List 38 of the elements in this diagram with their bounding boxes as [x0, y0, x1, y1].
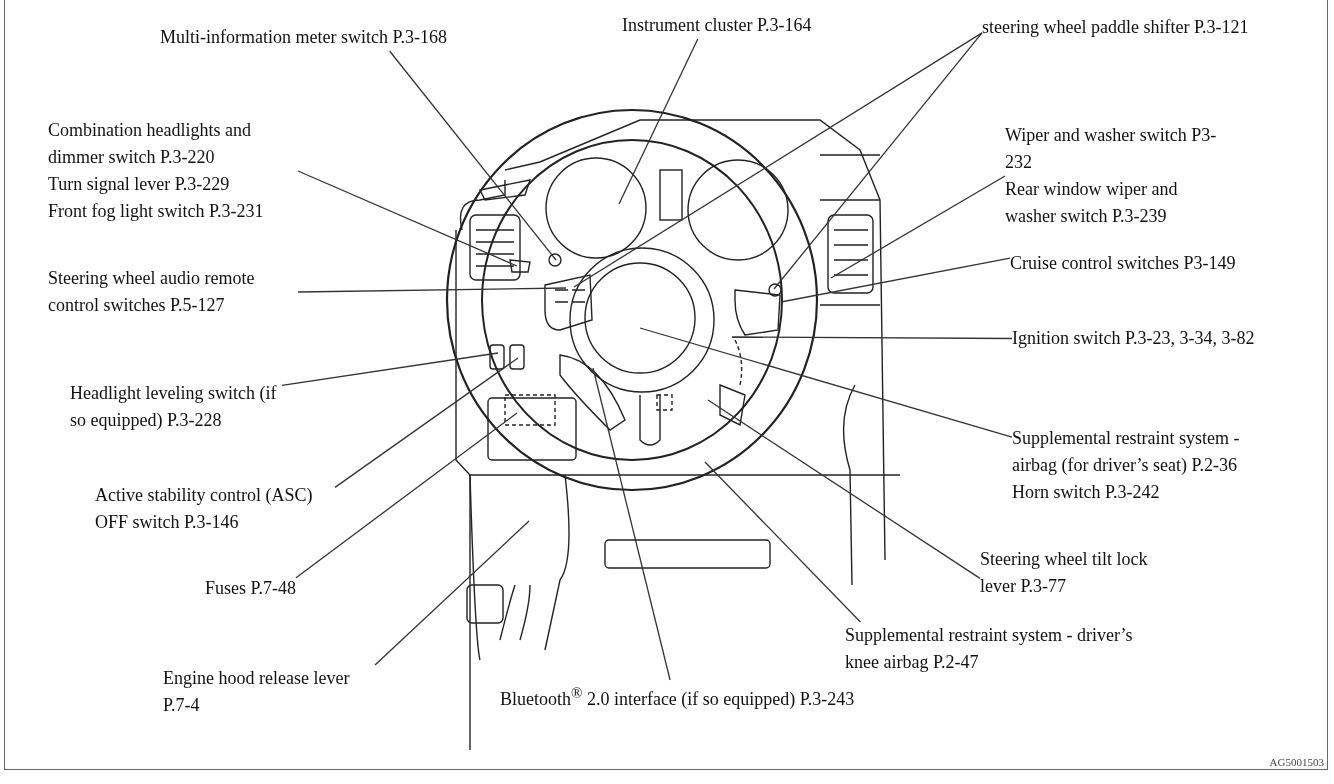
leader-line: [780, 257, 1011, 303]
leader-line: [374, 520, 530, 666]
leader-line: [618, 38, 699, 205]
leader-line: [592, 367, 671, 681]
callout-text: Steering wheel audio remote control switches P.5-127: [48, 267, 256, 317]
callout-text: Headlight leveling switch (if so equipped) P.3-228: [70, 382, 278, 432]
leader-line: [704, 461, 862, 623]
leader-line: [639, 327, 1013, 438]
callout-text: Supplemental restraint system - airbag (for driver’s seat) P.2-36: [1012, 427, 1241, 477]
callout-text: Bluetooth$^{®}$ 2.0 interface (if so equipped) P.3-243: [500, 684, 855, 711]
callout-text: Combination headlights and dimmer switch P.3-220: [48, 119, 252, 169]
callout-text: Rear window wiper and washer switch P.3-239: [1005, 178, 1179, 228]
leader-line: [297, 170, 518, 267]
leader-line: [830, 175, 1006, 279]
leader-line: [773, 32, 983, 290]
callout-text: Instrument cluster P.3-164: [622, 14, 812, 37]
callout-text: Active stability control (ASC) OFF switch P.3-146: [95, 484, 314, 534]
callout-text: Wiper and washer switch P3-232: [1005, 124, 1218, 174]
leader-line: [281, 352, 499, 387]
leader-line: [707, 399, 981, 580]
callout-text: Supplemental restraint system - driver’s knee airbag P.2-47: [845, 624, 1134, 674]
callout-text: Ignition switch P.3-23, 3-34, 3-82: [1012, 327, 1255, 350]
callout-text: Multi-information meter switch P.3-168: [160, 26, 447, 49]
leader-line: [573, 32, 983, 288]
callout-text: Horn switch P.3-242: [1012, 481, 1161, 504]
figure-code: AG5001503: [1269, 756, 1324, 768]
callout-text: Front fog light switch P.3-231: [48, 200, 265, 223]
callout-text: Engine hood release lever P.7-4: [163, 667, 351, 717]
callout-text: steering wheel paddle shifter P.3-121: [982, 16, 1249, 39]
leader-line: [334, 357, 519, 489]
callout-text: Turn signal lever P.3-229: [48, 173, 231, 196]
leader-line: [388, 50, 557, 261]
leader-line: [731, 336, 1013, 340]
callout-text: Cruise control switches P3-149: [1010, 252, 1236, 275]
leader-line: [297, 287, 567, 293]
callout-text: Steering wheel tilt lock lever P.3-77: [980, 548, 1149, 598]
callout-text: Fuses P.7-48: [205, 577, 297, 600]
leader-line: [295, 412, 518, 579]
